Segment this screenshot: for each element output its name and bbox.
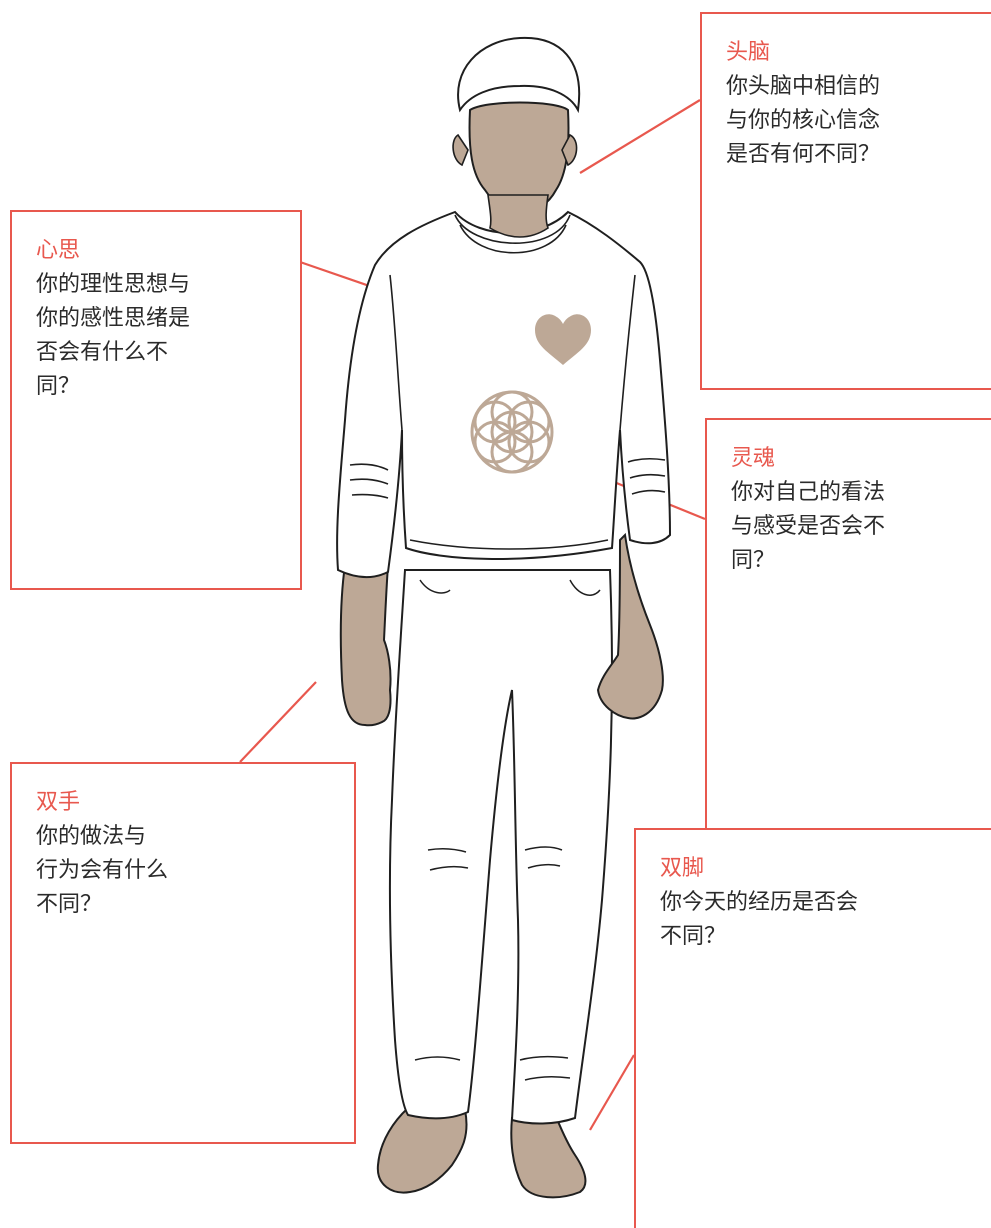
feet-line-1: 你今天的经历是否会 bbox=[660, 890, 859, 915]
feet-title: 双脚 bbox=[660, 856, 705, 881]
soul-title: 灵魂 bbox=[731, 446, 776, 471]
hands-line-3: 不同？ bbox=[36, 892, 103, 917]
mind-label-box: 心思 你的理性思想与 你的感性思绪是 否会有什么不 同？ bbox=[10, 210, 302, 590]
head-line-1: 你头脑中相信的 bbox=[726, 74, 881, 99]
soul-label-box: 灵魂 你对自己的看法 与感受是否会不 同？ bbox=[705, 418, 991, 838]
pants bbox=[388, 569, 613, 1125]
soul-line-2: 与感受是否会不 bbox=[731, 514, 886, 539]
head-title: 头脑 bbox=[726, 40, 771, 65]
mind-line-3: 否会有什么不 bbox=[36, 340, 169, 365]
hair bbox=[457, 36, 581, 114]
soul-line-3: 同？ bbox=[731, 548, 776, 573]
right-foot bbox=[510, 1113, 587, 1199]
hands-title: 双手 bbox=[36, 790, 81, 815]
mind-line-1: 你的理性思想与 bbox=[36, 272, 191, 297]
mind-title: 心思 bbox=[36, 238, 81, 263]
flower-of-life-icon bbox=[470, 390, 554, 474]
head-label-box: 头脑 你头脑中相信的 与你的核心信念 是否有何不同？ bbox=[700, 12, 991, 390]
head-connector bbox=[579, 99, 701, 174]
head-line-2: 与你的核心信念 bbox=[726, 108, 881, 133]
right-hand bbox=[596, 532, 664, 720]
head-line-3: 是否有何不同？ bbox=[726, 142, 881, 167]
hands-label-box: 双手 你的做法与 行为会有什么 不同？ bbox=[10, 762, 356, 1144]
hands-connector bbox=[239, 681, 317, 763]
feet-label-box: 双脚 你今天的经历是否会 不同？ bbox=[634, 828, 991, 1228]
hands-line-2: 行为会有什么 bbox=[36, 858, 169, 883]
mind-line-4: 同？ bbox=[36, 374, 81, 399]
feet-connector bbox=[589, 1054, 635, 1131]
hands-line-1: 你的做法与 bbox=[36, 824, 147, 849]
left-hand bbox=[339, 564, 392, 727]
feet-line-2: 不同？ bbox=[660, 924, 727, 949]
mind-line-2: 你的感性思绪是 bbox=[36, 306, 191, 331]
soul-line-1: 你对自己的看法 bbox=[731, 480, 886, 505]
heart-icon bbox=[535, 314, 591, 365]
left-foot bbox=[376, 1106, 468, 1194]
